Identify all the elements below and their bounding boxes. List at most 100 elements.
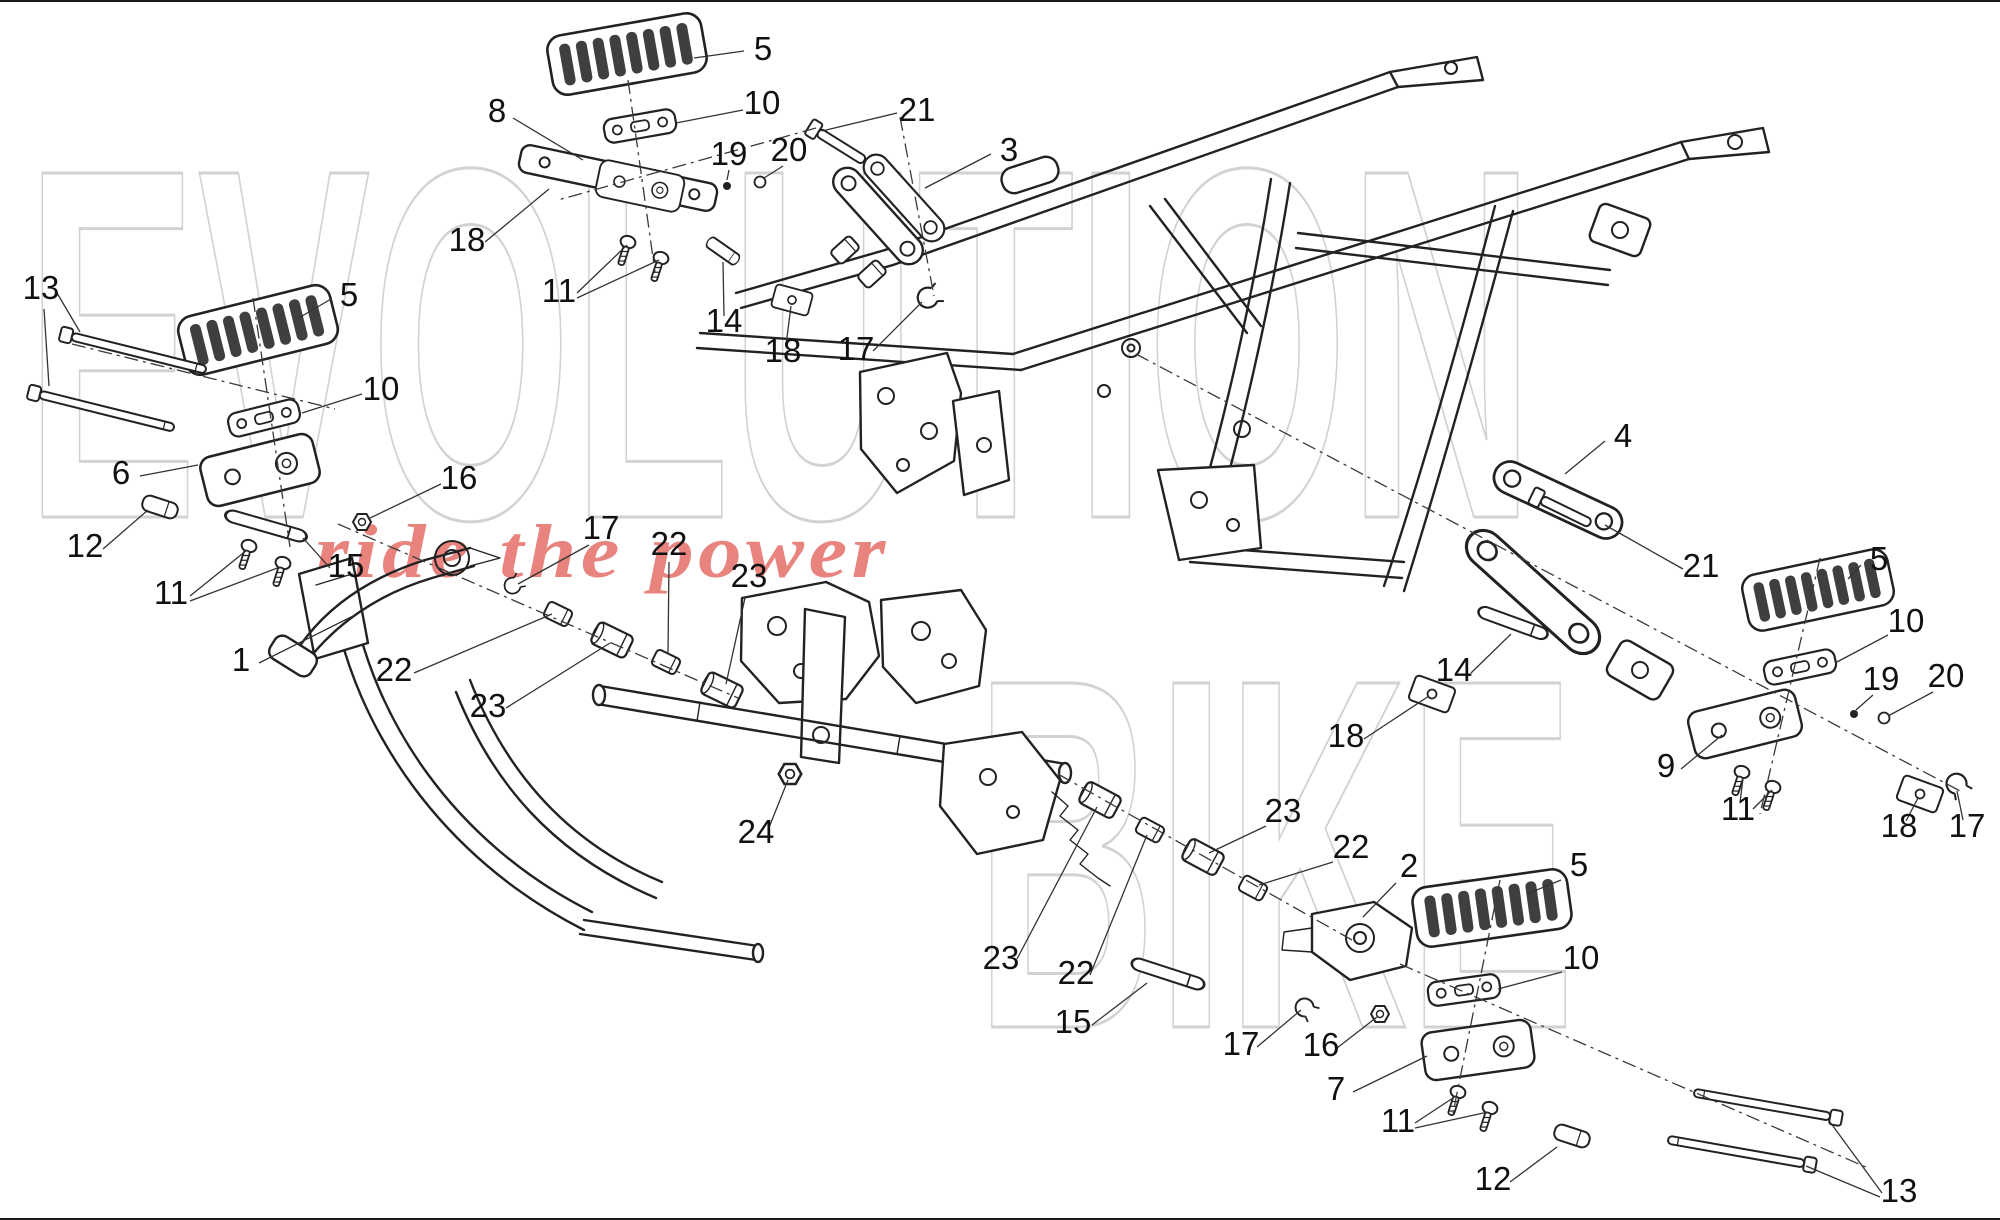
leader-line bbox=[693, 50, 745, 59]
right-clamp-hole bbox=[1631, 661, 1649, 679]
callout-9: 9 bbox=[1657, 747, 1675, 784]
leader-line bbox=[1739, 777, 1744, 804]
leader-line bbox=[725, 597, 746, 685]
callout-23-mid-2: 23 bbox=[470, 687, 507, 724]
leader-line bbox=[413, 613, 553, 674]
leader-line bbox=[1208, 825, 1267, 854]
callout-12-left: 12 bbox=[67, 527, 104, 564]
leader-line bbox=[1091, 982, 1148, 1026]
callout-5-top: 5 bbox=[754, 30, 772, 67]
leader-line bbox=[675, 109, 744, 124]
callout-15-left: 15 bbox=[328, 547, 365, 584]
leader-line bbox=[102, 509, 149, 550]
right-clamp bbox=[1605, 639, 1675, 701]
callout-11-left: 11 bbox=[154, 574, 188, 611]
tie-rod-13-bottom-a bbox=[1691, 1084, 1845, 1128]
leader-line bbox=[505, 642, 611, 709]
callout-6: 6 bbox=[112, 454, 130, 491]
callout-4: 4 bbox=[1614, 417, 1632, 454]
leader-line bbox=[1887, 691, 1934, 717]
leader-line bbox=[296, 298, 332, 320]
callout-22-right-2: 22 bbox=[1058, 954, 1095, 991]
callout-23-right-2: 23 bbox=[983, 939, 1020, 976]
callout-10-bottom: 10 bbox=[1563, 939, 1600, 976]
leader-line bbox=[1414, 1111, 1489, 1129]
callout-13-left: 13 bbox=[23, 269, 60, 306]
leader-line bbox=[1855, 694, 1874, 711]
leader-line bbox=[258, 614, 356, 664]
callout-23-right-1: 23 bbox=[1265, 792, 1302, 829]
callout-17-top: 17 bbox=[838, 330, 875, 367]
callout-14-right: 14 bbox=[1436, 651, 1473, 688]
callout-16-left: 16 bbox=[441, 459, 478, 496]
leader-line bbox=[1336, 1016, 1378, 1049]
leader-line bbox=[302, 537, 331, 569]
callout-5-right: 5 bbox=[1870, 540, 1888, 577]
peg-plate-right bbox=[1761, 646, 1839, 688]
leader-line bbox=[1604, 524, 1684, 570]
leader-line bbox=[1089, 834, 1148, 976]
callout-15-bottom: 15 bbox=[1055, 1003, 1092, 1040]
leader-line bbox=[517, 544, 590, 585]
leader-line bbox=[43, 308, 50, 387]
leader-line bbox=[722, 261, 725, 317]
leader-line bbox=[139, 464, 199, 477]
leader-line bbox=[1509, 1146, 1558, 1183]
leader-line bbox=[1016, 806, 1098, 960]
leader-line bbox=[667, 561, 670, 655]
callout-16-bottom: 16 bbox=[1303, 1026, 1340, 1063]
leader-line bbox=[1847, 564, 1862, 580]
leader-line bbox=[56, 292, 81, 333]
leader-line bbox=[1834, 634, 1889, 664]
leader-line bbox=[484, 188, 550, 243]
leader-line bbox=[301, 393, 363, 414]
callout-10-left: 10 bbox=[363, 370, 400, 407]
leader-line bbox=[726, 169, 730, 181]
leader-line bbox=[576, 259, 660, 299]
callout-1: 1 bbox=[232, 641, 250, 678]
center-linkage-assembly bbox=[297, 556, 1111, 964]
callout-11-bottom: 11 bbox=[1381, 1102, 1415, 1139]
leader-line bbox=[785, 305, 792, 346]
callout-22-right-1: 22 bbox=[1333, 828, 1370, 865]
leader-line bbox=[872, 301, 923, 352]
callout-19-top: 19 bbox=[711, 135, 748, 172]
callout-24: 24 bbox=[738, 813, 775, 850]
leader-line bbox=[1256, 1009, 1302, 1048]
leader-line bbox=[1470, 633, 1512, 674]
bushing-23-a bbox=[587, 619, 636, 661]
leader-line bbox=[1362, 882, 1397, 918]
leader-line bbox=[1497, 971, 1563, 990]
leader-line bbox=[763, 165, 784, 179]
callout-21-right: 21 bbox=[1683, 547, 1720, 584]
callout-22-mid-2: 22 bbox=[376, 651, 413, 688]
callout-2: 2 bbox=[1400, 847, 1418, 884]
callout-8: 8 bbox=[488, 92, 506, 129]
leader-line bbox=[1352, 1055, 1428, 1093]
leader-line bbox=[1905, 797, 1919, 822]
leader-line bbox=[367, 483, 442, 520]
brake-pedal-lever bbox=[267, 540, 501, 678]
callout-7: 7 bbox=[1327, 1070, 1345, 1107]
callout-18-right-2: 18 bbox=[1881, 807, 1918, 844]
leader-line bbox=[1414, 1095, 1457, 1124]
callout-17-right: 17 bbox=[1949, 807, 1986, 844]
leader-line bbox=[1805, 1165, 1881, 1198]
callout-18-right-1: 18 bbox=[1328, 717, 1365, 754]
motorcycle-frame bbox=[695, 55, 1771, 593]
callout-11-right: 11 bbox=[1721, 790, 1755, 827]
leader-line bbox=[1956, 790, 1964, 821]
callout-20-top: 20 bbox=[771, 131, 808, 168]
leader-line bbox=[1258, 861, 1334, 886]
leader-line bbox=[1829, 1121, 1883, 1194]
leader-line bbox=[1526, 879, 1562, 895]
callout-18-top: 18 bbox=[449, 221, 486, 258]
callout-3: 3 bbox=[1000, 131, 1018, 168]
callout-19-right: 19 bbox=[1863, 660, 1900, 697]
tie-rod-13-bottom-b bbox=[1665, 1131, 1819, 1175]
leader-line bbox=[821, 112, 898, 132]
leader-line bbox=[189, 549, 248, 597]
